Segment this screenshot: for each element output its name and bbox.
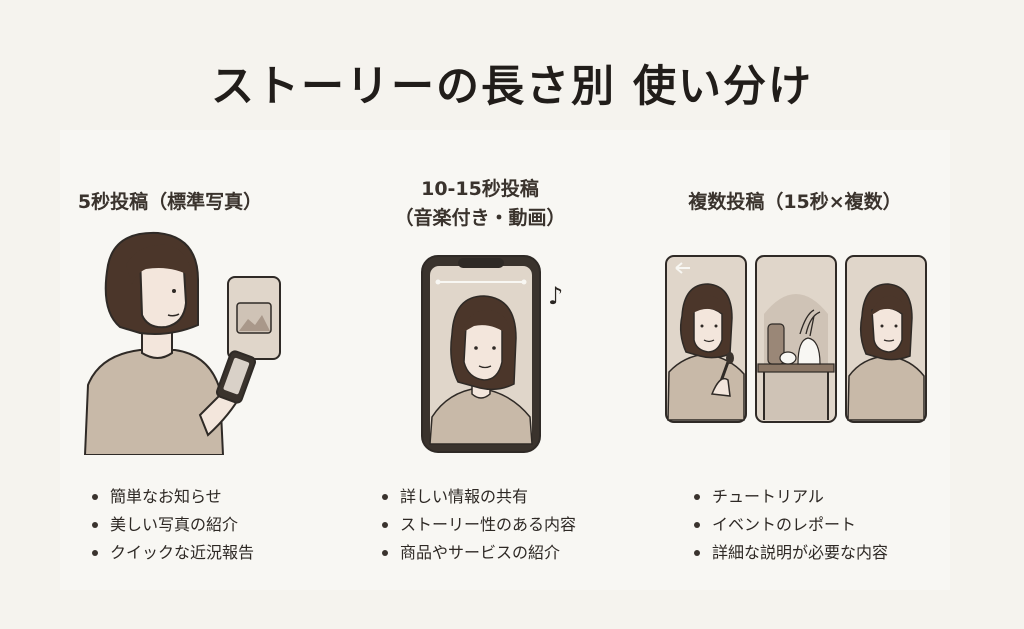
story-frame-3 bbox=[845, 255, 927, 423]
music-note-icon: ♪ bbox=[548, 282, 564, 310]
list-item: ストーリー性のある内容 bbox=[378, 511, 576, 539]
column-2-heading: 10-15秒投稿 （音楽付き・動画） bbox=[380, 175, 580, 233]
column-1-heading: 5秒投稿（標準写真） bbox=[77, 191, 263, 213]
smartphone-video-illustration bbox=[421, 255, 541, 453]
story-frame-1 bbox=[665, 255, 747, 423]
page-title: ストーリーの長さ別 使い分け bbox=[211, 62, 813, 112]
list-item: 商品やサービスの紹介 bbox=[378, 539, 576, 567]
list-item: イベントのレポート bbox=[690, 511, 888, 539]
list-item: チュートリアル bbox=[690, 483, 888, 511]
story-frame-2 bbox=[755, 255, 837, 423]
multiple-stories-illustration bbox=[665, 255, 927, 423]
column-2-heading-line2: （音楽付き・動画） bbox=[394, 207, 566, 229]
list-item: 美しい写真の紹介 bbox=[88, 511, 254, 539]
list-item: 詳しい情報の共有 bbox=[378, 483, 576, 511]
column-1-points: 簡単なお知らせ 美しい写真の紹介 クイックな近況報告 bbox=[88, 483, 254, 567]
list-item: クイックな近況報告 bbox=[88, 539, 254, 567]
person-with-phone-illustration bbox=[83, 231, 281, 455]
column-2-heading-line1: 10-15秒投稿 bbox=[421, 178, 539, 200]
column-2-points: 詳しい情報の共有 ストーリー性のある内容 商品やサービスの紹介 bbox=[378, 483, 576, 567]
column-3-heading: 複数投稿（15秒×複数） bbox=[688, 191, 902, 213]
list-item: 詳細な説明が必要な内容 bbox=[690, 539, 888, 567]
column-3-points: チュートリアル イベントのレポート 詳細な説明が必要な内容 bbox=[690, 483, 888, 567]
list-item: 簡単なお知らせ bbox=[88, 483, 254, 511]
